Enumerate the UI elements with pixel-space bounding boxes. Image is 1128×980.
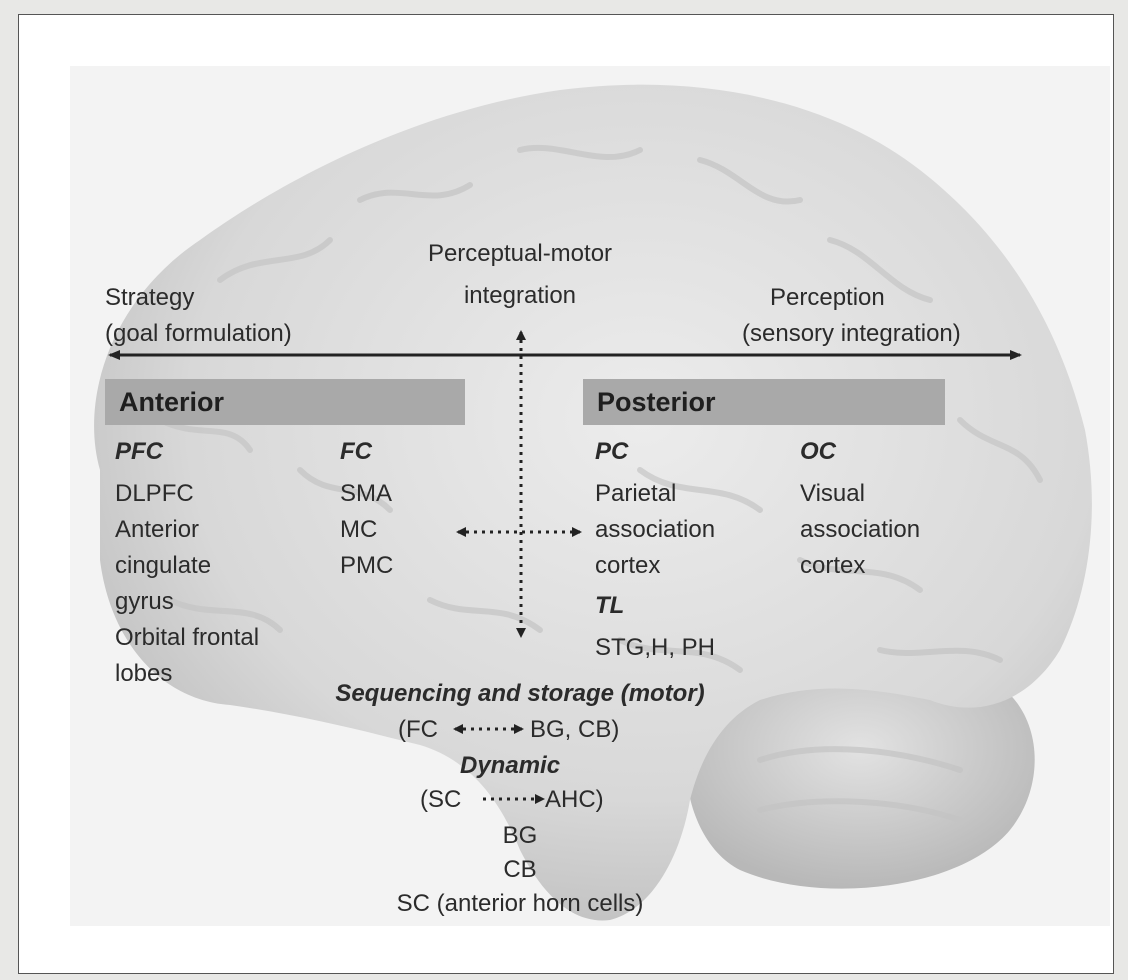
pc-item: Parietal (595, 476, 715, 512)
pfc-item: lobes (115, 656, 259, 692)
posterior-title: Posterior (597, 385, 716, 419)
fc-heading: FC (340, 434, 372, 470)
pfc-item: Anterior (115, 512, 259, 548)
dynamic-heading: Dynamic (460, 748, 560, 784)
pfc-item: cingulate (115, 548, 259, 584)
pfc-item: Orbital frontal (115, 620, 259, 656)
posterior-banner: Posterior (583, 379, 945, 425)
oc-heading: OC (800, 434, 836, 470)
tl-heading: TL (595, 588, 624, 624)
fc-item: PMC (340, 548, 393, 584)
dyn-ahc-label: AHC) (545, 782, 604, 818)
perceptual-motor-label: Perceptual-motor (380, 236, 660, 272)
bottom-cb-label: CB (420, 852, 620, 888)
pc-heading: PC (595, 434, 628, 470)
seq-fc-label: (FC (398, 712, 438, 748)
tl-item: STG,H, PH (595, 630, 715, 666)
bottom-sc-label: SC (anterior horn cells) (340, 886, 700, 922)
oc-list: Visual association cortex (800, 476, 920, 584)
pfc-heading: PFC (115, 434, 163, 470)
sequencing-heading: Sequencing and storage (motor) (290, 676, 750, 712)
anterior-banner: Anterior (105, 379, 465, 425)
perception-label: Perception (770, 280, 885, 316)
pfc-item: gyrus (115, 584, 259, 620)
pfc-list: DLPFC Anterior cingulate gyrus Orbital f… (115, 476, 259, 692)
oc-item: association (800, 512, 920, 548)
anterior-title: Anterior (119, 385, 224, 419)
fc-item: MC (340, 512, 393, 548)
fc-list: SMA MC PMC (340, 476, 393, 584)
pc-item: cortex (595, 548, 715, 584)
fc-item: SMA (340, 476, 393, 512)
oc-item: cortex (800, 548, 920, 584)
goal-formulation-label: (goal formulation) (105, 316, 292, 352)
sensory-integration-label: (sensory integration) (742, 316, 961, 352)
integration-label: integration (380, 278, 660, 314)
strategy-label: Strategy (105, 280, 194, 316)
oc-item: Visual (800, 476, 920, 512)
pc-item: association (595, 512, 715, 548)
dyn-sc-label: (SC (420, 782, 461, 818)
pfc-item: DLPFC (115, 476, 259, 512)
pc-list: Parietal association cortex (595, 476, 715, 584)
bottom-bg-label: BG (420, 818, 620, 854)
seq-bg-cb-label: BG, CB) (530, 712, 619, 748)
